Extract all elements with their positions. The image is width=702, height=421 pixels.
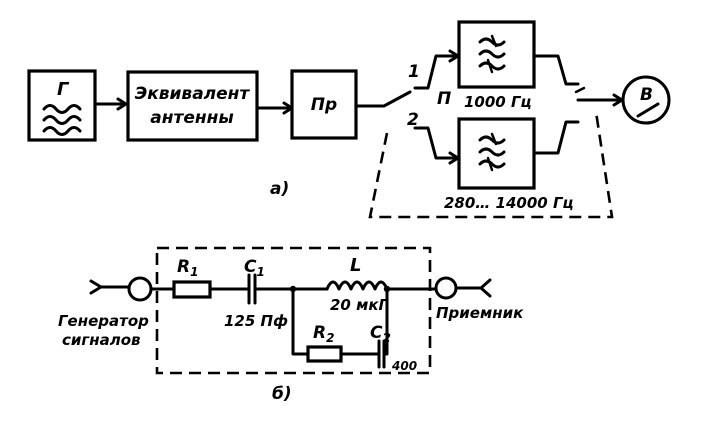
block-diagram-a: Г Эквивалент антенны Пр 1 2 [27,20,671,219]
filter-wave-icon [478,147,506,157]
arrow-head-icon [116,97,128,111]
sine-wave-icon [42,115,82,125]
wire [291,287,310,356]
r2-label: R2 [313,323,334,345]
switch-contact [574,86,586,94]
schematic-b: Генератор сигналов R1 C1 125 Пф L 20 мкГ… [58,246,524,404]
filter-lower-label: 280… 14000 Гц [444,194,574,212]
output-label: Приемник [436,304,524,322]
receiver-block: Пр [290,69,358,140]
filter-slash-icon [486,156,494,172]
caption-b: б) [272,384,292,404]
meter-needle-icon [636,102,660,118]
switch-pos-1-label: 1 [408,62,420,82]
upper-signal-path [413,54,460,90]
sine-wave-icon [42,126,82,136]
ganged-switch-linkage [368,111,614,219]
upper-output-path [532,54,580,86]
switch-pos-2-label: 2 [407,110,419,130]
l-label: L [350,255,361,276]
filter-slash-icon [490,34,498,48]
c1-value: 125 Пф [224,312,288,330]
input-label-line2: сигналов [62,331,141,349]
input-label-line1: Генератор [58,312,149,330]
inductor-l [325,280,389,291]
filter-wave-icon [478,159,506,169]
generator-block: Г [27,69,97,142]
filter-wave-icon [478,135,506,145]
resistor-r2 [306,345,343,363]
voltmeter: В [621,75,671,125]
enclosure-outline [155,246,432,375]
lower-output-path [532,120,580,155]
output-connector-icon [434,276,458,300]
switch-lever [354,90,412,108]
r1-label: R1 [177,257,198,279]
caption-a: а) [270,179,289,199]
filter-slash-icon [486,58,494,74]
c1-label: C1 [244,257,265,279]
lower-signal-path [413,126,460,160]
wire [382,287,389,356]
c2-value: 400 [391,359,417,373]
input-connector-icon [127,276,153,302]
generator-label: Г [57,79,70,100]
filter-wave-icon [478,37,506,47]
filter-wave-icon [478,61,506,71]
receiver-label: Пр [311,95,337,115]
resistor-r1 [172,280,212,299]
antenna-label-line2: антенны [150,108,233,128]
antenna-label-line1: Эквивалент [135,84,251,104]
sine-wave-icon [42,104,82,114]
meter-label: В [640,85,653,105]
filter-upper-label: 1000 Гц [464,93,532,111]
switch-label: П [437,89,451,109]
output-plug-icon [479,278,492,298]
l-value: 20 мкГ [330,296,390,314]
filter-slash-icon [490,132,498,146]
antenna-equivalent-block: Эквивалент антенны [126,70,259,142]
filter-wave-icon [478,49,506,59]
filter-1000hz-block [457,20,536,89]
filter-wideband-block [457,117,536,190]
